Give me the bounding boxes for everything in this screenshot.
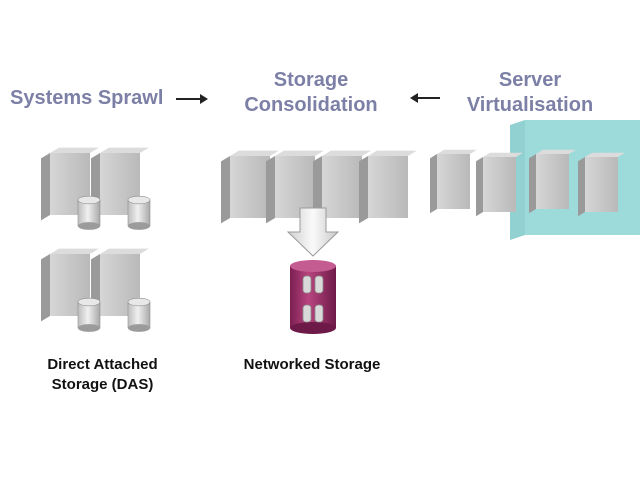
server-tower-icon <box>430 149 477 214</box>
arrow-down-icon <box>286 207 340 257</box>
caption-das-line2: Storage (DAS) <box>51 376 154 393</box>
server-tower-icon <box>266 150 324 224</box>
caption-das-line1: Direct Attached <box>47 356 158 373</box>
disk-cylinder-icon <box>77 195 101 230</box>
caption-networked-storage-text: Networked Storage <box>243 356 381 373</box>
caption-direct-attached-storage: Direct Attached Storage (DAS) <box>20 355 185 395</box>
heading-server-virtualisation: Server Virtualisation <box>455 68 605 118</box>
heading-storage-consolidation: Storage Consolidation <box>226 68 396 118</box>
caption-networked-storage: Networked Storage <box>222 355 402 375</box>
heading-server-virtualisation-line1: Server <box>498 69 562 91</box>
server-tower-icon <box>578 152 625 217</box>
server-tower-icon <box>359 150 417 224</box>
arrow-right-icon <box>176 94 208 104</box>
server-tower-icon <box>476 152 523 217</box>
disk-cylinder-icon <box>127 195 151 230</box>
server-tower-icon <box>221 150 279 224</box>
heading-systems-sprawl-text: Systems Sprawl <box>10 87 164 109</box>
disk-group <box>77 195 151 332</box>
heading-systems-sprawl: Systems Sprawl <box>10 86 163 111</box>
disk-cylinder-icon <box>127 297 151 332</box>
arrow-left-icon <box>410 93 440 103</box>
heading-storage-consolidation-line2: Consolidation <box>244 94 378 116</box>
disk-cylinder-icon <box>77 297 101 332</box>
server-tower-icon <box>313 150 371 224</box>
storage-array-icon <box>290 260 336 334</box>
heading-storage-consolidation-line1: Storage <box>273 69 349 91</box>
server-tower-icon <box>529 149 576 214</box>
heading-server-virtualisation-line2: Virtualisation <box>466 94 594 116</box>
